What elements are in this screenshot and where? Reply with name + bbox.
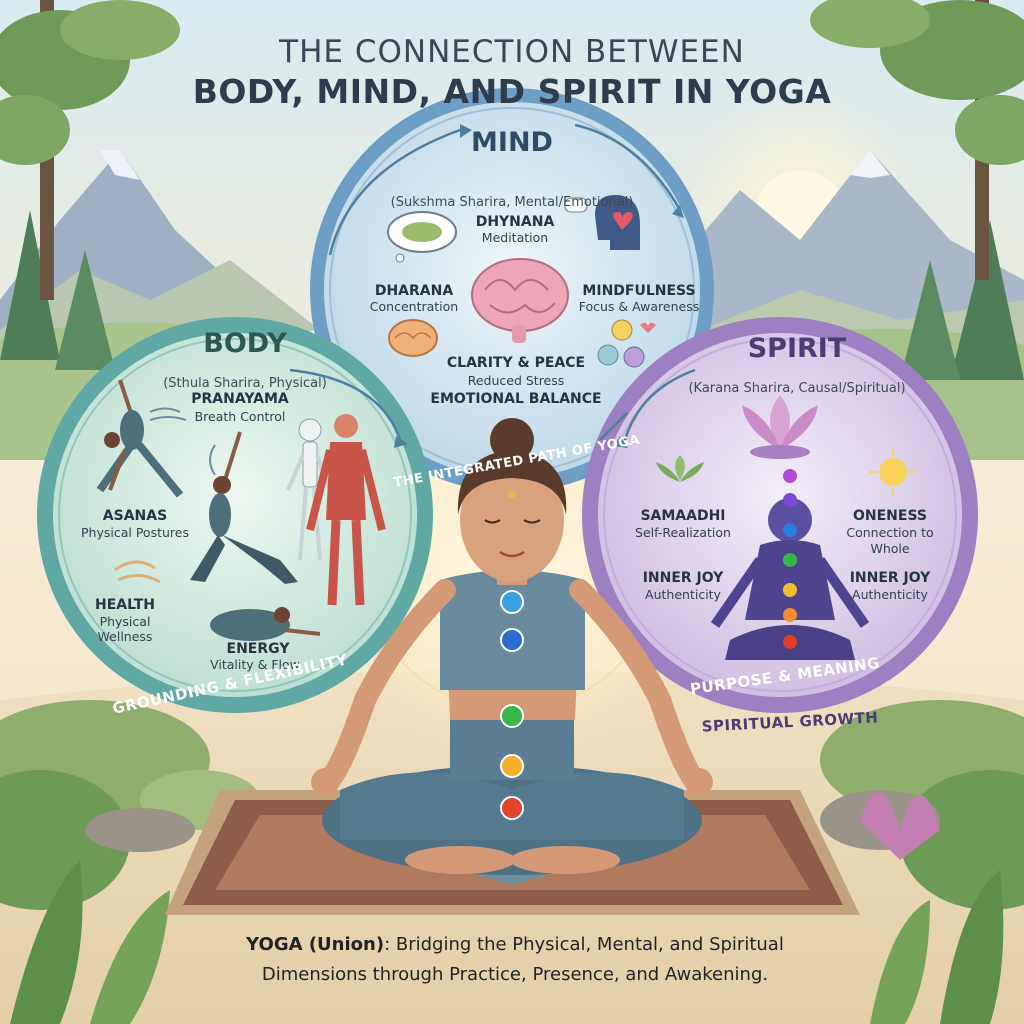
body-item-energy-desc: Vitality & Flow: [210, 657, 300, 672]
footer-caption: YOGA (Union): Bridging the Physical, Men…: [200, 930, 830, 990]
mind-item-clarity-desc: Reduced Stress: [467, 373, 565, 388]
head-heart-icon: [595, 195, 640, 250]
footer-text: : Bridging the Physical, Mental, and Spi…: [261, 934, 784, 985]
spirit-item-oneness-label: ONENESS: [853, 508, 927, 524]
arrow-spirit-to-center: [623, 368, 696, 441]
title-line-2: BODY, MIND, AND SPIRIT IN YOGA: [192, 72, 832, 111]
body-item-health-label: HEALTH: [95, 597, 155, 613]
thought-cloud-icon: [387, 211, 457, 263]
trees-right: [810, 0, 1024, 380]
arrow-mind-right: [599, 412, 628, 441]
mind-subtitle: (Sukshma Sharira, Mental/Emotional): [390, 195, 634, 210]
mind-item-dhyana-desc: Meditation: [481, 230, 549, 245]
flow-arrows: [289, 123, 696, 441]
triangle-pose-figure: [96, 379, 184, 498]
mind-item-dhyana-label: DHYNANA: [475, 214, 555, 230]
small-brain-icon: [388, 319, 438, 357]
sunburst-icon: [869, 448, 917, 496]
bushes-right: [820, 700, 1024, 1024]
speech-bubble-icon: [564, 197, 588, 213]
body-item-pranayama-label: PRANAYAMA: [191, 391, 289, 407]
trees-left: [0, 0, 180, 370]
mind-item-clarity-label: CLARITY & PEACE: [446, 355, 586, 371]
central-chakras: [500, 590, 524, 820]
arrow-mind-left: [328, 128, 461, 256]
spirit-title: SPIRIT: [747, 333, 847, 364]
spirit-item-innerjoy-left-desc: Authenticity: [645, 587, 721, 602]
warrior-pose-figure: [190, 431, 298, 584]
bushes-left: [0, 700, 260, 1024]
body-item-pranayama-desc: Breath Control: [194, 409, 286, 424]
body-item-health-desc2: Wellness: [97, 629, 153, 644]
spirit-chakras: [783, 469, 797, 649]
spirit-subtitle: (Karana Sharira, Causal/Spiritual): [688, 381, 906, 396]
title-line-1: THE CONNECTION BETWEEN: [279, 34, 745, 70]
body-subtitle: (Sthula Sharira, Physical): [163, 376, 327, 391]
body-item-asanas-desc: Physical Postures: [81, 525, 189, 540]
arrow-heads: [394, 124, 684, 448]
mind-item-mindfulness-label: MINDFULNESS: [582, 283, 696, 299]
emoji-faces-icon: [597, 319, 656, 368]
arrow-mind-top-right: [574, 123, 682, 211]
spirit-item-oneness-desc2: Whole: [870, 541, 910, 556]
body-item-asanas-label: ASANAS: [102, 508, 168, 524]
footer-bold: YOGA (Union): [246, 934, 385, 955]
body-title: BODY: [203, 328, 287, 359]
mind-item-dharana-label: DHARANA: [374, 283, 454, 299]
child-pose-figure: [210, 607, 321, 641]
mind-item-mindfulness-desc: Focus & Awareness: [578, 299, 700, 314]
spirit-item-samaadhi-desc: Self-Realization: [635, 525, 731, 540]
lotus-icon: [742, 395, 818, 459]
mind-extra-emotional-balance: EMOTIONAL BALANCE: [430, 391, 602, 407]
energy-swirl-icon: [114, 560, 161, 584]
spirit-item-samaadhi-label: SAMAADHI: [640, 508, 726, 524]
mind-item-dharana-desc: Concentration: [369, 299, 459, 314]
spirit-item-innerjoy-right-label: INNER JOY: [849, 570, 931, 586]
small-lotus-icon: [656, 455, 704, 482]
arrow-body-to-center: [289, 368, 402, 441]
spirit-item-oneness-desc: Connection to: [846, 525, 934, 540]
curved-arrow-icon: [209, 444, 216, 476]
breath-wind-icon: [149, 407, 187, 421]
mind-title: MIND: [471, 127, 553, 158]
brain-icon: [471, 258, 569, 343]
spirit-item-innerjoy-left-label: INNER JOY: [642, 570, 724, 586]
muscle-anatomy-icon: [306, 414, 386, 606]
body-item-health-desc: Physical: [99, 614, 151, 629]
spirit-item-innerjoy-right-desc: Authenticity: [852, 587, 928, 602]
body-item-energy-label: ENERGY: [226, 641, 290, 657]
